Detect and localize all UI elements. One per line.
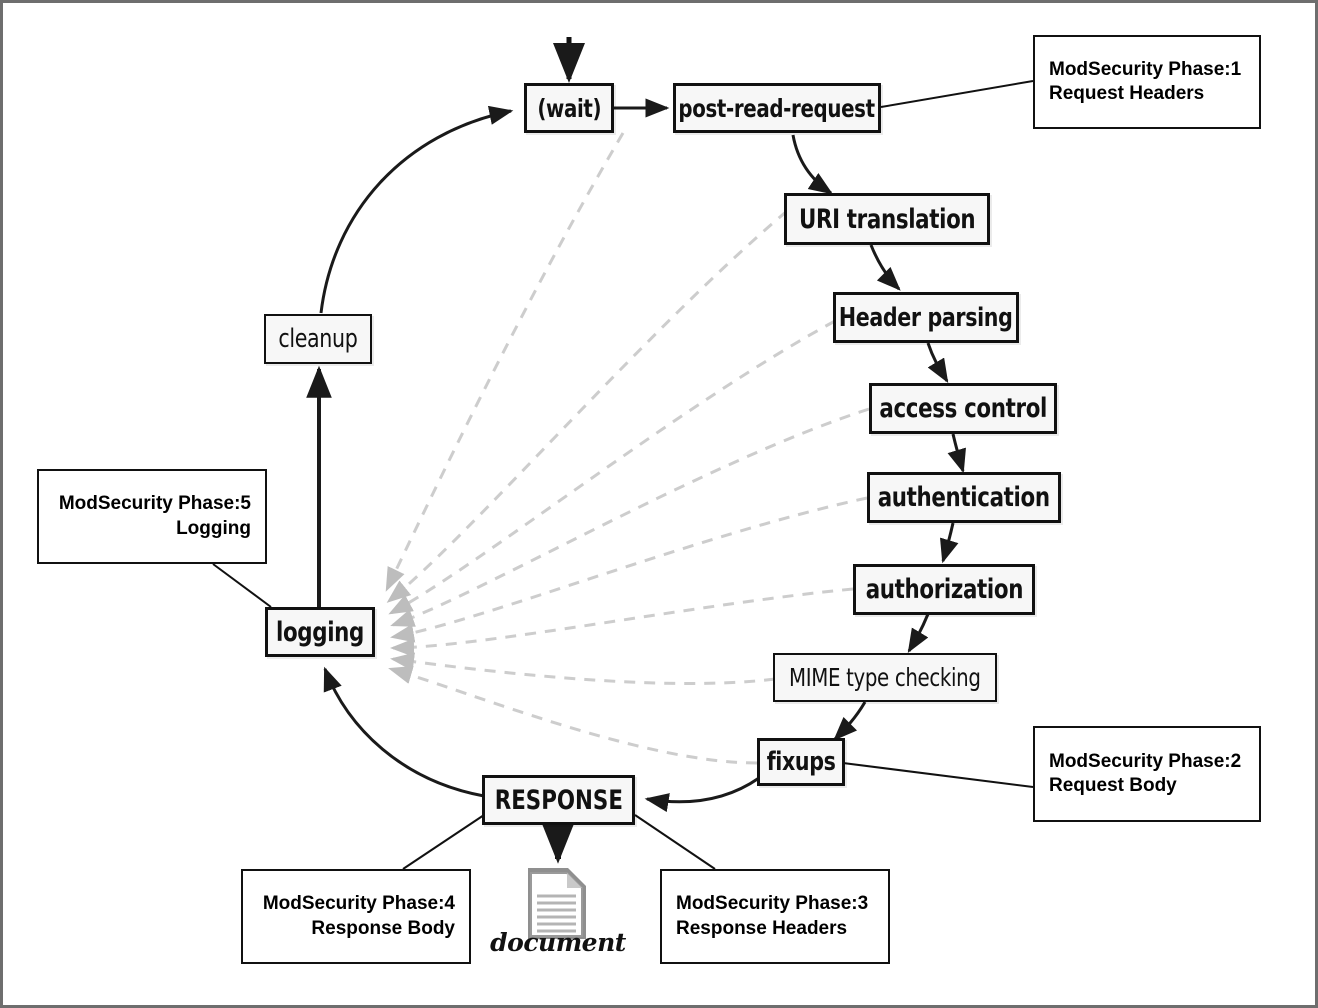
callout-phase1: ModSecurity Phase:1 Request Headers (1033, 35, 1261, 129)
leader-phase4 (402, 814, 485, 870)
edge-mime-type-checking-to-fixups (833, 701, 867, 741)
dashed-edge-post-read-request-to-logging (385, 132, 625, 592)
edge-fixups-to-response (644, 776, 760, 813)
edge-header-parsing-to-access-control (926, 342, 949, 384)
node-header-parsing[interactable]: Header parsing (833, 292, 1019, 343)
callout-phase1-line1: ModSecurity Phase:1 (1049, 58, 1242, 80)
dashed-edge-authentication-to-logging (390, 496, 868, 643)
node-access-control-label: access control (879, 393, 1047, 424)
edge-authorization-to-mime-type-checking (907, 613, 930, 654)
leader-phase3 (634, 814, 716, 870)
callout-phase4-line2: Response Body (311, 917, 455, 939)
node-uri-translation-label: URI translation (798, 203, 976, 235)
node-authorization-label: authorization (865, 574, 1023, 605)
callout-phase2-line2: Request Body (1049, 775, 1177, 796)
dashed-edge-fixups-to-logging (388, 665, 758, 765)
leader-phase5 (212, 563, 272, 608)
node-wait[interactable]: (wait) (524, 83, 614, 133)
dashed-edge-mime-type-checking-to-logging (390, 652, 776, 685)
node-wait-label: (wait) (537, 93, 601, 123)
node-mime-type-checking[interactable]: MIME type checking (773, 653, 997, 702)
callout-phase2-line1: ModSecurity Phase:2 (1049, 750, 1242, 772)
node-authentication[interactable]: authentication (867, 472, 1061, 523)
node-response-label: RESPONSE (494, 784, 623, 816)
node-header-parsing-label: Header parsing (839, 302, 1013, 333)
dashed-edge-header-parsing-to-logging (388, 319, 836, 615)
node-authentication-label: authentication (878, 482, 1050, 513)
callout-phase4: ModSecurity Phase:4 Response Body (241, 869, 471, 964)
node-cleanup-label: cleanup (278, 324, 358, 354)
callout-phase3-line1: ModSecurity Phase:3 (676, 893, 869, 915)
callout-phase3: ModSecurity Phase:3 Response Headers (660, 869, 890, 964)
edge-access-control-to-authentication (947, 433, 966, 474)
node-fixups-label: fixups (766, 747, 836, 777)
edge-uri-translation-to-header-parsing (869, 244, 901, 291)
node-fixups[interactable]: fixups (757, 738, 845, 786)
node-post-read-request[interactable]: post-read-request (673, 83, 881, 133)
node-uri-translation[interactable]: URI translation (784, 193, 990, 245)
edge-cleanup-to-wait (319, 105, 514, 314)
dashed-edge-uri-translation-to-logging (386, 209, 788, 603)
callout-phase3-line2: Response Headers (676, 917, 848, 939)
edge-post-read-request-to-uri-translation (791, 134, 833, 195)
callout-phase5: ModSecurity Phase:5 Logging (37, 469, 267, 564)
callout-phase2: ModSecurity Phase:2 Request Body (1033, 726, 1261, 822)
leader-phase1 (880, 80, 1034, 108)
edge-response-to-logging (323, 666, 485, 798)
callout-phase5-line1: ModSecurity Phase:5 (58, 493, 251, 515)
leader-phase2 (842, 762, 1034, 788)
edge-authentication-to-authorization (940, 522, 959, 564)
node-post-read-request-label: post-read-request (678, 93, 876, 123)
node-logging[interactable]: logging (265, 607, 375, 657)
callout-phase4-line1: ModSecurity Phase:4 (262, 893, 455, 915)
callout-phase1-line2: Request Headers (1049, 83, 1205, 104)
document-label: document (490, 928, 626, 957)
node-cleanup[interactable]: cleanup (264, 314, 372, 364)
dashed-edge-access-control-to-logging (390, 407, 870, 627)
node-response[interactable]: RESPONSE (482, 775, 635, 825)
node-logging-label: logging (276, 616, 364, 648)
node-authorization[interactable]: authorization (853, 564, 1035, 615)
node-access-control[interactable]: access control (869, 383, 1057, 434)
dashed-edge-authorization-to-logging (390, 587, 854, 658)
callout-phase5-line2: Logging (176, 517, 251, 539)
document-page-icon (528, 868, 586, 939)
node-mime-type-checking-label: MIME type checking (789, 663, 981, 692)
